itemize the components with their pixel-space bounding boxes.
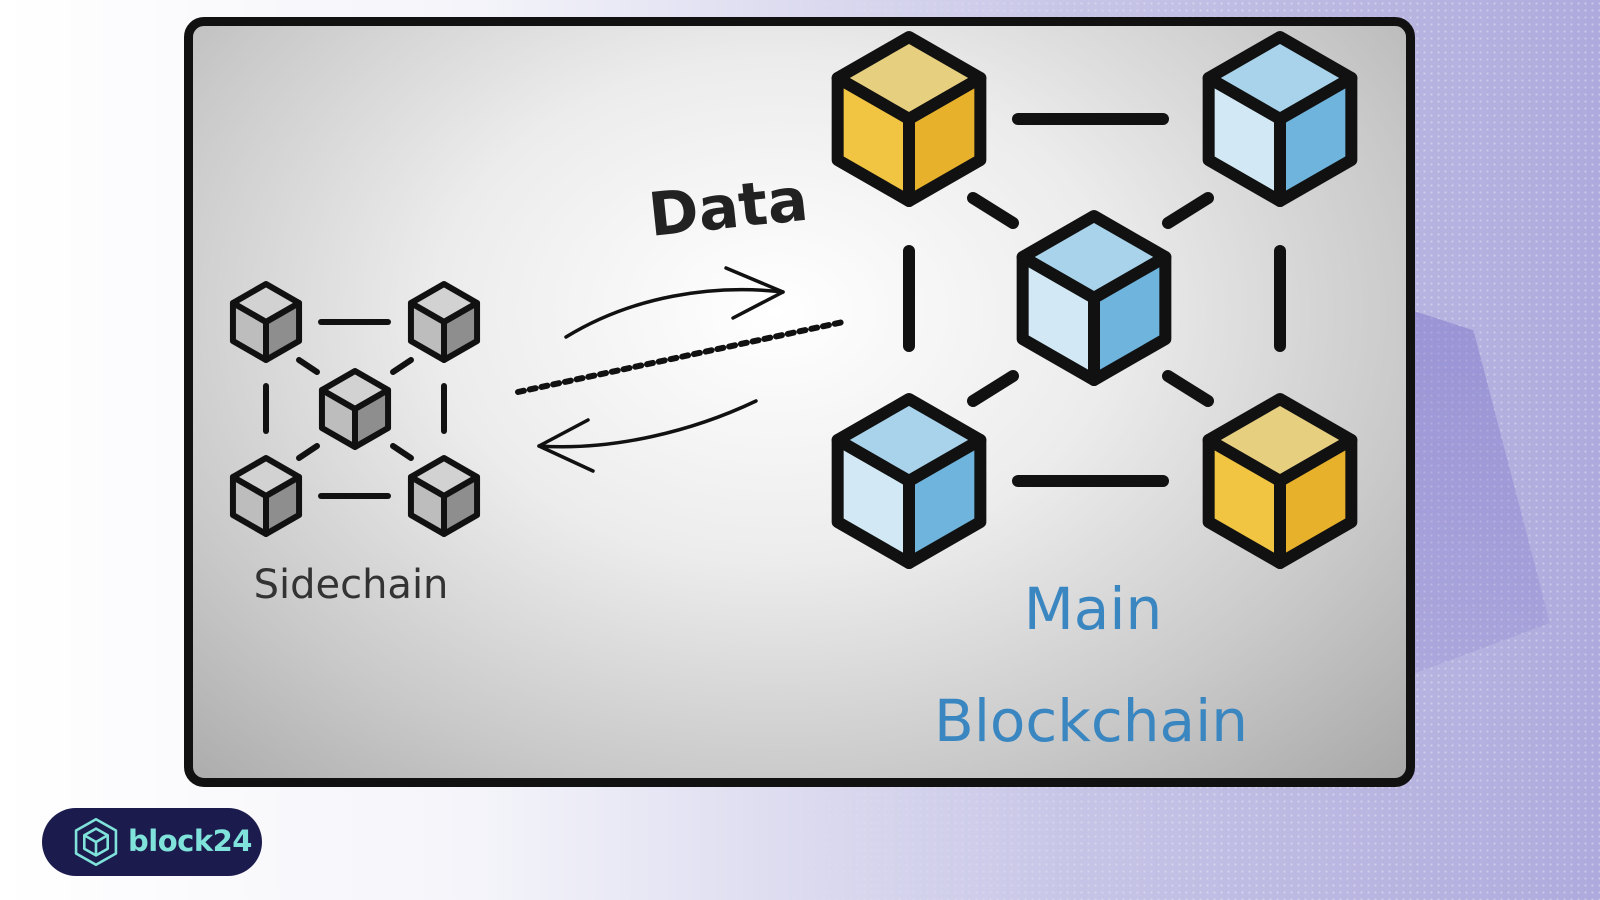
arrow-left-icon <box>537 399 758 473</box>
main-cube-top-right-icon <box>1202 31 1358 207</box>
dashed-link <box>515 319 846 395</box>
arrow-right-icon <box>564 266 785 339</box>
sidechain-diagram: Data Sidechain Main Blockchain <box>229 31 1358 755</box>
sidechain-connectors <box>263 319 447 499</box>
main-cube-bottom-left-icon <box>831 393 987 569</box>
main-cube-center-icon <box>1016 210 1172 386</box>
side-cube-top-left-icon <box>229 281 303 363</box>
side-cube-top-right-icon <box>407 281 481 363</box>
main-cube-top-left-icon <box>831 31 987 207</box>
side-cube-bottom-right-icon <box>407 455 481 537</box>
diagram-frame: Data Sidechain Main Blockchain <box>184 17 1415 787</box>
hexagon-cube-icon <box>74 817 118 867</box>
sidechain-label: Sidechain <box>254 562 449 608</box>
side-cube-bottom-left-icon <box>229 455 303 537</box>
data-label: Data <box>645 165 811 251</box>
main-chain-connectors <box>903 113 1286 487</box>
logo-text: block24 <box>128 824 252 858</box>
side-cube-center-icon <box>318 368 392 450</box>
blockchain-label: Blockchain <box>934 687 1248 755</box>
main-label: Main <box>1024 575 1162 643</box>
main-cube-bottom-right-icon <box>1202 393 1358 569</box>
block24-logo[interactable]: block24 <box>42 808 262 876</box>
